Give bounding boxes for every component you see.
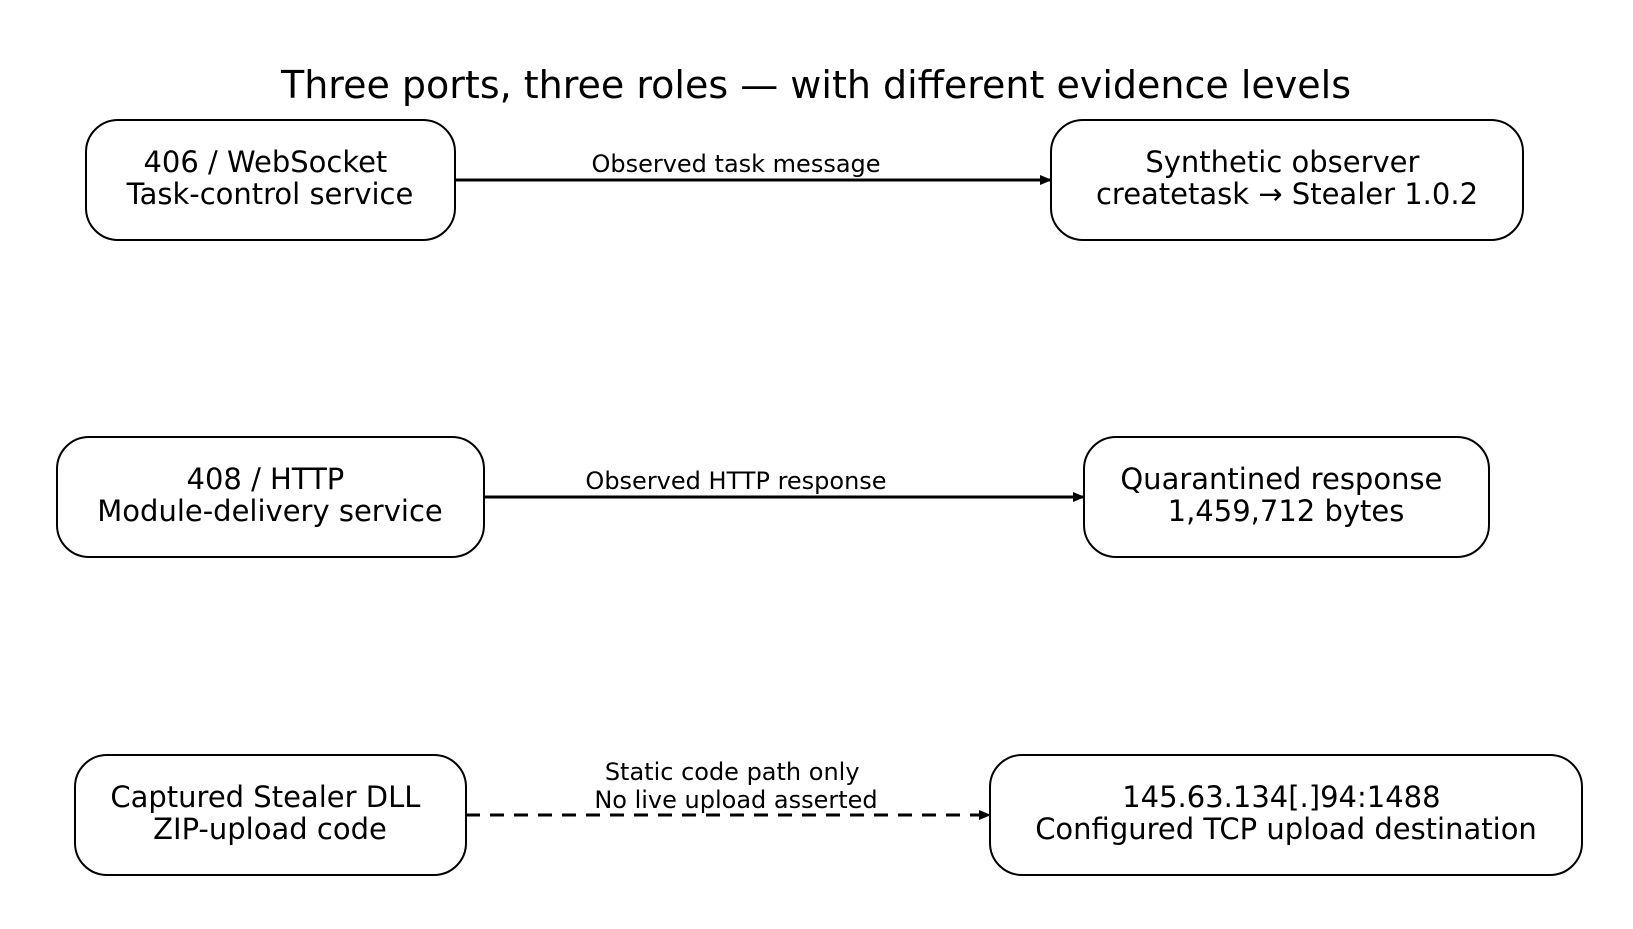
svg-text:145.63.134[.]94:1488 Con: 145.63.134[.]94:1488 Configured TCP uplo… — [1035, 780, 1537, 846]
node-observer-line-1: Synthetic observer — [1145, 145, 1419, 179]
node-stealer-line-1: Captured Stealer DLL — [110, 780, 420, 814]
svg-text:Synthetic observer creat: Synthetic observer createtask → Stealer … — [1096, 145, 1478, 211]
flow-row-stealer-upload: Captured Stealer DLL ZIP-upload code Sta… — [74, 754, 1583, 876]
svg-text:Static code path only No: Static code path only No live upload ass… — [594, 758, 877, 814]
flow-row-http: 408 / HTTP Module-delivery service Obser… — [56, 436, 1490, 558]
node-response-line-2: 1,459,712 bytes — [1168, 494, 1405, 528]
node-tcp-upload-destination — [989, 754, 1583, 876]
node-observer-line-2: createtask → Stealer 1.0.2 — [1096, 177, 1478, 211]
node-stealer-line-2: ZIP-upload code — [153, 812, 387, 846]
node-destination-line-2: Configured TCP upload destination — [1035, 812, 1537, 846]
node-quarantined-response — [1083, 436, 1490, 558]
svg-text:406 / WebSocket Task-con: 406 / WebSocket Task-control service — [126, 145, 414, 211]
node-http-line-1: 408 / HTTP — [187, 462, 345, 496]
svg-text:Quarantined response 1,4: Quarantined response 1,459,712 bytes — [1120, 462, 1451, 528]
edge-label-task-message: Observed task message — [591, 150, 880, 178]
svg-text:Captured Stealer DLL ZIP: Captured Stealer DLL ZIP-upload code — [110, 780, 429, 846]
node-websocket-line-1: 406 / WebSocket — [143, 145, 387, 179]
node-response-line-1: Quarantined response — [1120, 462, 1442, 496]
svg-text:408 / HTTP Module-delive: 408 / HTTP Module-delivery service — [97, 462, 442, 528]
edge-label-no-live-upload: No live upload asserted — [594, 786, 877, 814]
edge-label-http-response: Observed HTTP response — [585, 467, 886, 495]
node-synthetic-observer — [1050, 119, 1524, 241]
node-websocket-line-2: Task-control service — [126, 177, 414, 211]
node-destination-line-1: 145.63.134[.]94:1488 — [1122, 780, 1440, 814]
diagram-title: Three ports, three roles — with differen… — [280, 63, 1351, 107]
edge-label-static-code-path: Static code path only — [605, 758, 860, 786]
flow-row-websocket: 406 / WebSocket Task-control service Obs… — [85, 119, 1524, 241]
node-http-line-2: Module-delivery service — [97, 494, 442, 528]
